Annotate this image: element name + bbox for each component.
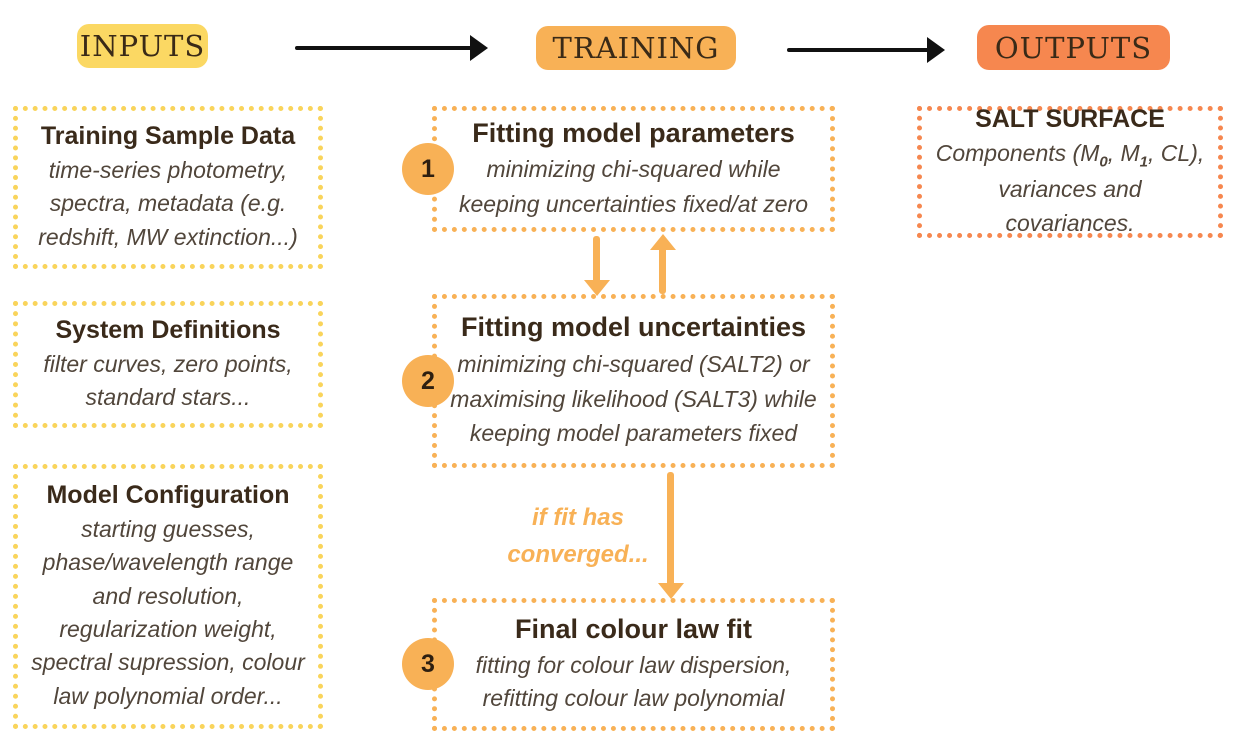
training-box-fitting-model-parameters: Fitting model parameters minimizing chi-…	[432, 106, 835, 232]
step-number-3: 3	[402, 638, 454, 690]
output-box-salt-surface: SALT SURFACE Components (M0, M1, CL), va…	[917, 104, 1223, 240]
arrow-up-step2-to-step1-icon	[650, 234, 676, 294]
box-body: fitting for colour law dispersion, refit…	[475, 652, 792, 712]
box-body: minimizing chi-squared while keeping unc…	[458, 156, 809, 217]
arrow-down-step2-to-step3-icon	[658, 472, 684, 599]
body-text: , M	[1107, 140, 1140, 167]
box-body: time-series photometry, spectra, metadat…	[38, 157, 298, 250]
subscript-0: 0	[1099, 153, 1108, 171]
subscript-1: 1	[1139, 153, 1149, 171]
arrow-head	[470, 35, 488, 61]
header-training: TRAINING	[536, 26, 736, 70]
header-inputs: INPUTS	[77, 24, 208, 68]
arrow-down-step1-to-step2-icon	[584, 236, 610, 296]
arrow-shaft	[659, 247, 666, 294]
body-text: variances and covariances.	[998, 176, 1142, 236]
arrow-head	[927, 37, 945, 63]
box-title: Model Configuration	[46, 480, 290, 509]
arrow-shaft	[667, 472, 674, 586]
header-outputs: OUTPUTS	[977, 25, 1170, 70]
box-title: Training Sample Data	[40, 121, 296, 150]
body-text: Components (M	[935, 140, 1100, 167]
box-title: Fitting model parameters	[472, 117, 795, 148]
arrow-training-to-outputs-icon	[787, 37, 945, 63]
arrow-shaft	[295, 46, 474, 50]
arrow-head	[584, 280, 610, 296]
converged-condition-label: if fit has converged...	[507, 504, 649, 569]
box-title: Fitting model uncertainties	[460, 312, 807, 343]
input-box-training-sample-data: Training Sample Data time-series photome…	[13, 106, 323, 269]
training-box-fitting-model-uncertainties: Fitting model uncertainties minimizing c…	[432, 294, 835, 468]
body-text: , CL),	[1148, 140, 1205, 167]
input-box-model-configuration: Model Configuration starting guesses, ph…	[13, 464, 323, 729]
input-box-system-definitions: System Definitions filter curves, zero p…	[13, 301, 323, 428]
arrow-shaft	[593, 236, 600, 283]
box-body: Components (M0, M1, CL), variances and c…	[934, 137, 1206, 240]
box-title: Final colour law fit	[514, 614, 752, 645]
arrow-head	[650, 234, 676, 250]
box-body: minimizing chi-squared (SALT2) or maximi…	[450, 351, 817, 447]
box-title: System Definitions	[55, 315, 281, 344]
arrow-head	[658, 583, 684, 599]
step-number-1: 1	[402, 143, 454, 195]
arrow-inputs-to-training-icon	[295, 35, 488, 61]
training-box-final-colour-law-fit: Final colour law fit fitting for colour …	[432, 598, 835, 731]
box-body: starting guesses, phase/wavelength range…	[31, 516, 305, 709]
step-number-2: 2	[402, 355, 454, 407]
box-body: filter curves, zero points, standard sta…	[43, 350, 293, 411]
box-title: SALT SURFACE	[975, 104, 1165, 133]
arrow-shaft	[787, 48, 931, 52]
